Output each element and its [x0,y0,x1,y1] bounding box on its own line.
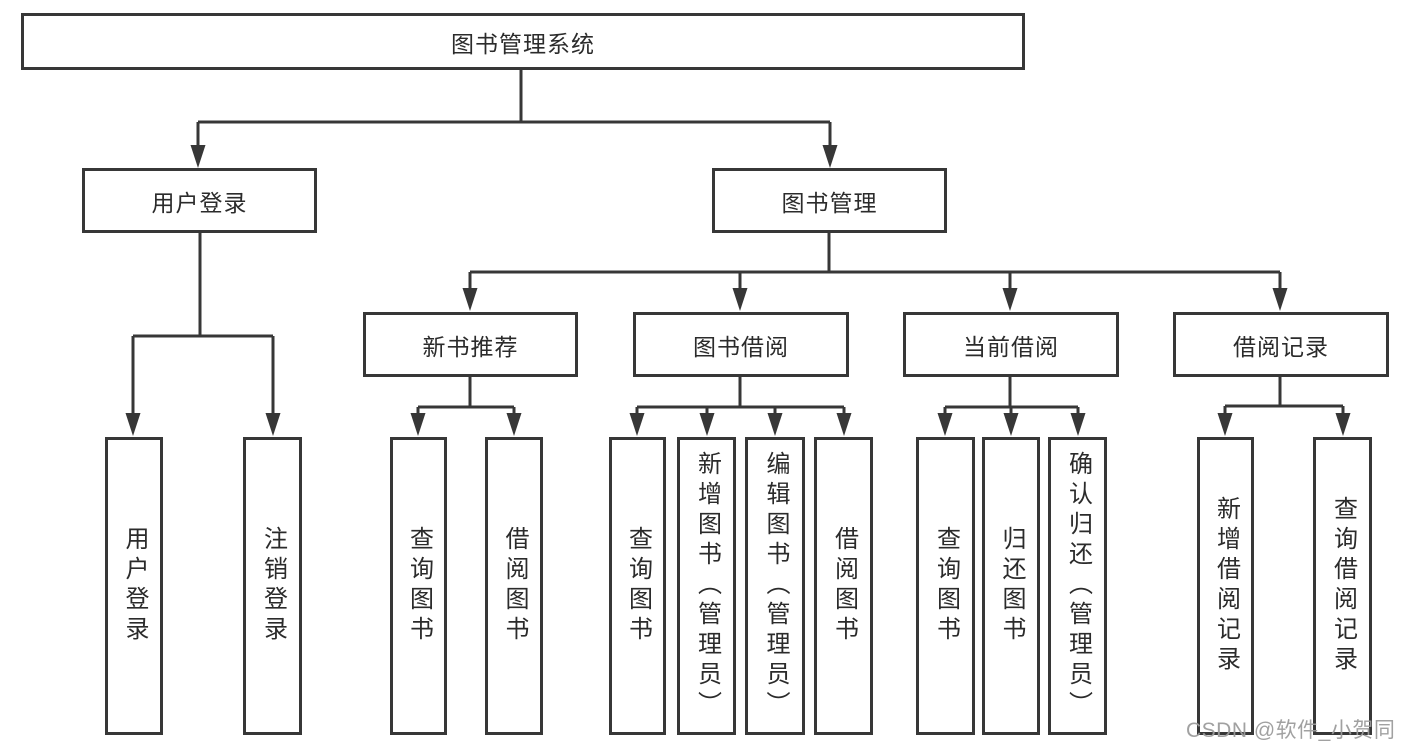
leaf-add-books-admin: 新增图书（管理员） [677,437,736,735]
leaf-edit-books-admin: 编辑图书（管理员） [745,437,805,735]
leaf-add-borrow-record: 新增借阅记录 [1197,437,1254,735]
leaf-query-books-borrow: 查询图书 [609,437,666,735]
arrowhead-icons [125,145,1351,436]
node-borrowing-records: 借阅记录 [1173,312,1389,377]
node-book-borrowing: 图书借阅 [633,312,849,377]
node-library-management-system: 图书管理系统 [21,13,1025,70]
leaf-query-borrow-record: 查询借阅记录 [1313,437,1372,735]
leaf-logout: 注销登录 [243,437,302,735]
leaf-return-books: 归还图书 [982,437,1040,735]
connector-strokes [131,70,1345,417]
leaf-borrow-books: 借阅图书 [814,437,873,735]
node-user-login: 用户登录 [82,168,317,233]
leaf-query-books-recommend: 查询图书 [390,437,447,735]
leaf-borrow-books-recommend: 借阅图书 [485,437,543,735]
node-new-book-recommendation: 新书推荐 [363,312,578,377]
leaf-query-books-current: 查询图书 [916,437,975,735]
node-current-borrowing: 当前借阅 [903,312,1119,377]
leaf-user-login: 用户登录 [105,437,163,735]
leaf-confirm-return-admin: 确认归还（管理员） [1048,437,1107,735]
csdn-watermark: CSDN @软件_小贺同学 [1186,719,1396,742]
node-book-management: 图书管理 [712,168,947,233]
